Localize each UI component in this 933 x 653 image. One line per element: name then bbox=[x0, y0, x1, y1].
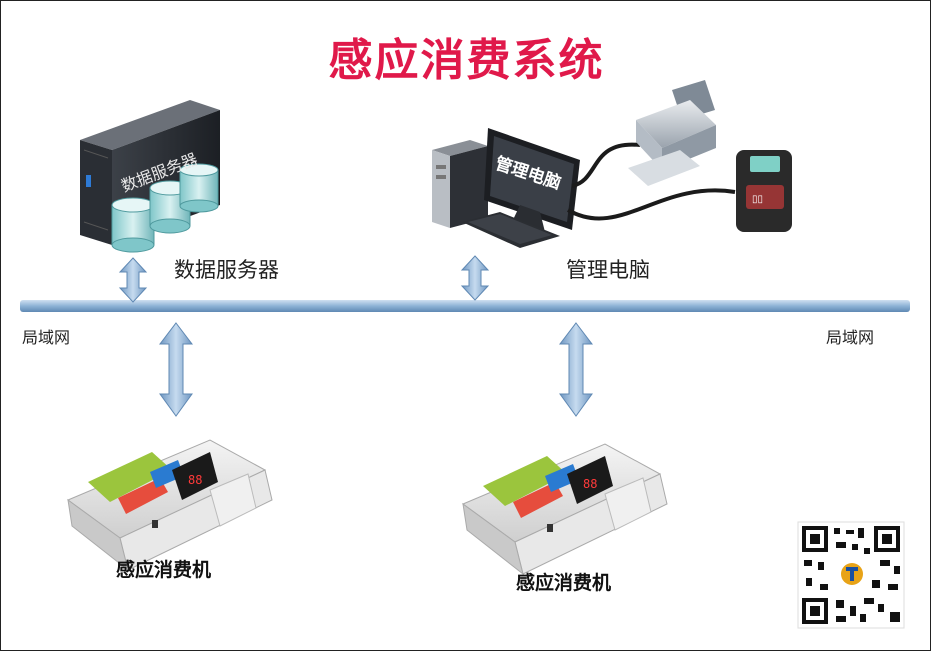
svg-text:88: 88 bbox=[188, 473, 202, 487]
terminal-left-label: 感应消费机 bbox=[116, 559, 212, 581]
printer-icon bbox=[628, 80, 716, 186]
terminal-right-link-arrow bbox=[558, 322, 594, 417]
qr-code-icon bbox=[797, 521, 905, 629]
printer-cable bbox=[571, 142, 641, 188]
keyboard-icon bbox=[462, 212, 560, 248]
server-label: 数据服务器 bbox=[174, 258, 279, 282]
diagram-title: 感应消费系统 bbox=[328, 35, 605, 86]
database-cylinders-icon bbox=[111, 163, 219, 253]
server-link-arrow bbox=[118, 257, 148, 303]
reader-cable bbox=[567, 188, 736, 221]
network-bus bbox=[20, 300, 910, 312]
terminal-left-link-arrow bbox=[158, 322, 194, 417]
card-reader-icon: ▯▯ bbox=[736, 150, 792, 232]
terminal-right-label: 感应消费机 bbox=[516, 572, 612, 594]
admin-pc-label: 管理电脑 bbox=[566, 258, 650, 282]
monitor-icon bbox=[484, 128, 580, 232]
network-right-label: 局域网 bbox=[826, 328, 875, 347]
pc-link-arrow bbox=[460, 255, 490, 301]
pc-tower-icon bbox=[432, 140, 488, 228]
terminal-right-icon: 88 bbox=[461, 443, 668, 576]
svg-text:▯▯: ▯▯ bbox=[752, 194, 763, 205]
svg-text:88: 88 bbox=[583, 477, 597, 491]
terminal-left-icon: 88 bbox=[66, 439, 273, 572]
network-left-label: 局域网 bbox=[22, 328, 71, 347]
